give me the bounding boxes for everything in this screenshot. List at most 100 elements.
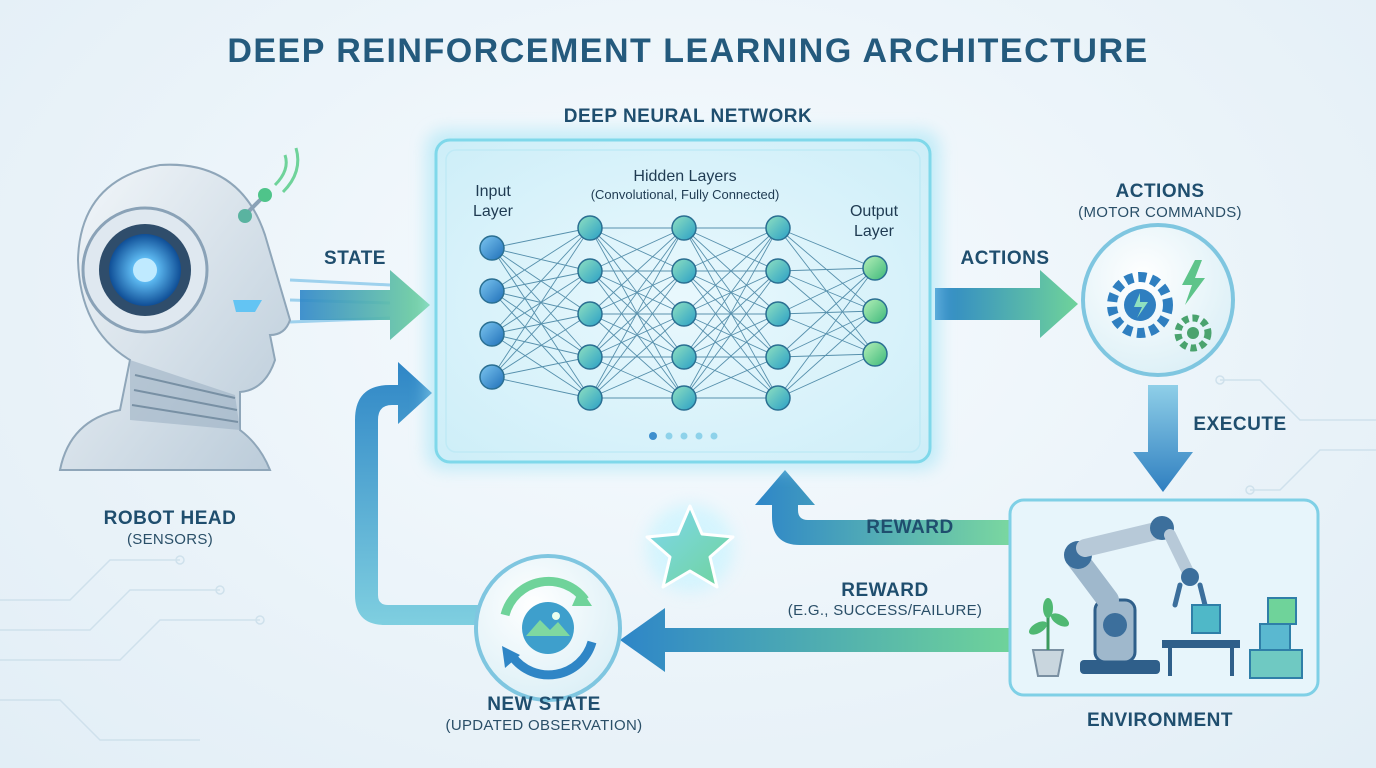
actions-gears-icon [1081,223,1235,377]
network-edge [683,313,779,399]
feedback-loop-arrow [355,362,478,625]
hidden-node [671,385,697,411]
robot-head-title: ROBOT HEAD [103,508,237,529]
network-edge [589,356,685,399]
network-connections [491,227,876,399]
network-edge [491,270,591,378]
actions-arrow-label: ACTIONS [960,248,1050,269]
output-layer-label: Output Layer [836,202,912,242]
state-label: STATE [324,248,386,269]
execute-label: EXECUTE [1193,414,1287,435]
input-node [479,278,505,304]
pagination-dots [649,432,718,440]
network-edge [683,356,779,399]
network-edge [777,227,876,269]
hidden-node [765,301,791,327]
reward-bottom-sublabel: (E.G., SUCCESS/FAILURE) [787,602,983,619]
network-edge [777,310,876,399]
robot-head-subtitle: (SENSORS) [126,531,214,548]
network-edge [491,376,591,399]
new-state-title: NEW STATE [487,694,601,715]
reward-bottom-label: REWARD [841,580,929,601]
network-edge [777,267,876,399]
network-edge [683,227,779,399]
network-edge [683,313,779,358]
new-state-recycle-icon [474,554,622,702]
robot-arm-icon [1064,516,1208,674]
hidden-node [765,385,791,411]
input-node [479,364,505,390]
network-edge [491,227,591,335]
network-edge [589,227,685,315]
network-edge [491,356,591,378]
network-edge [777,267,876,272]
reward-star-icon [645,504,735,592]
reward-bottom-arrow [620,608,1012,672]
output-node [862,255,888,281]
hidden-node [577,385,603,411]
hidden-node [671,215,697,241]
hidden-layers-label: Hidden Layers [633,168,737,185]
hidden-node [765,215,791,241]
input-layer-label-line2: Layer [472,203,514,220]
hidden-node [671,344,697,370]
network-edge [777,267,876,358]
network-edge [589,270,685,399]
new-state-subtitle: (UPDATED OBSERVATION) [445,717,643,734]
output-node [862,341,888,367]
network-nodes [479,215,888,411]
table-icon [1162,640,1240,648]
input-node [479,321,505,347]
cube-icon [1191,604,1221,634]
hidden-node [671,301,697,327]
network-edge [589,227,685,399]
network-edge [491,313,591,378]
input-layer-label: Input Layer [460,182,526,222]
hidden-node [577,344,603,370]
environment-panel [1008,498,1320,697]
output-node [862,298,888,324]
output-layer-label-line2: Layer [853,223,895,240]
network-edge [683,227,779,358]
network-title: DEEP NEURAL NETWORK [563,106,813,127]
input-node [479,235,505,261]
hidden-node [577,258,603,284]
plant-icon [1028,598,1070,677]
network-edge [491,227,591,249]
network-edge [589,270,685,358]
hidden-node [577,301,603,327]
reward-top-label: REWARD [866,517,954,538]
network-edge [491,290,591,399]
network-edge [777,353,876,358]
network-edge [683,270,779,358]
actions-node-title: ACTIONS [1115,181,1205,202]
network-edge [491,247,591,399]
state-arrow [289,270,430,340]
hidden-layers-sublabel: (Convolutional, Fully Connected) [590,187,780,202]
network-edge [491,227,591,292]
execute-arrow [1133,385,1193,492]
environment-title: ENVIRONMENT [1087,710,1233,731]
network-edge [589,227,685,272]
network-edge [683,227,779,315]
network-edge [777,310,876,358]
robot-head-illustration [58,147,300,471]
network-edge [589,313,685,399]
network-edge [491,333,591,399]
circuit-decoration [0,375,1376,741]
neural-network-panel [426,130,940,470]
reward-top-arrow [755,470,1010,545]
actions-arrow [935,270,1078,338]
hidden-node [671,258,697,284]
stacked-blocks-icon [1249,597,1303,679]
input-layer-label-line1: Input [475,183,511,200]
network-edge [683,270,779,399]
hidden-node [765,258,791,284]
diagram-title: DEEP REINFORCEMENT LEARNING ARCHITECTURE [227,32,1149,70]
network-edge [491,227,591,378]
hidden-node [577,215,603,241]
network-edge [777,353,876,399]
network-edge [683,227,779,272]
network-edge [589,313,685,358]
